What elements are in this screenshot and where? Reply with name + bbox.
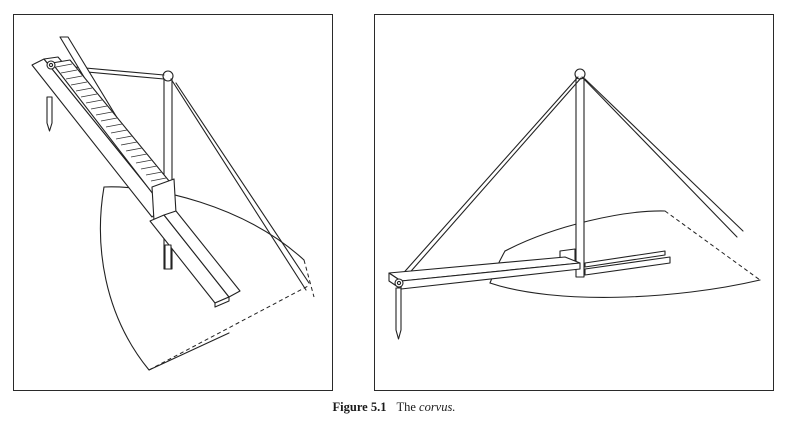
deck-curve-dashed <box>303 259 315 298</box>
deck-dashed-edge <box>664 210 761 281</box>
mast-pulley <box>574 68 586 80</box>
mast-pulley <box>162 70 174 82</box>
guy-rope-2 <box>175 82 310 284</box>
bridge-deck <box>51 59 175 204</box>
hoist-rope-2 <box>404 77 582 279</box>
hoist-rope <box>398 76 579 279</box>
rear-plank-near <box>584 256 671 276</box>
lowered-corvus-drawing <box>388 68 761 340</box>
illustration-lowered-corvus <box>374 14 774 391</box>
figure-caption: Figure 5.1 The corvus. <box>0 399 788 415</box>
deck-curve <box>504 210 666 252</box>
rear-plank-far <box>584 250 666 268</box>
bridge-rungs <box>55 63 171 188</box>
deck-dashed-edge <box>148 284 311 371</box>
lower-plank-right <box>163 210 241 298</box>
guy-rope-2 <box>584 78 744 232</box>
bridge-left-rail <box>31 58 165 218</box>
figure-label: Figure 5.1 <box>332 400 387 414</box>
grappling-spike <box>46 96 53 132</box>
grappling-spike <box>395 287 402 340</box>
raised-corvus-drawing <box>31 36 315 371</box>
mast-base <box>164 244 172 270</box>
caption-emphasis: corvus. <box>419 400 456 414</box>
deck-outline <box>99 186 230 371</box>
illustration-raised-corvus <box>13 14 333 391</box>
bridge-pivot-inner <box>48 62 54 68</box>
caption-prefix: The <box>396 400 420 414</box>
lower-plank-end <box>214 296 230 308</box>
deck-outline <box>489 279 761 298</box>
mast-pole <box>575 76 585 278</box>
guy-rope <box>581 76 738 238</box>
guy-rope <box>170 78 307 291</box>
bridge-pivot-inner <box>396 280 402 286</box>
